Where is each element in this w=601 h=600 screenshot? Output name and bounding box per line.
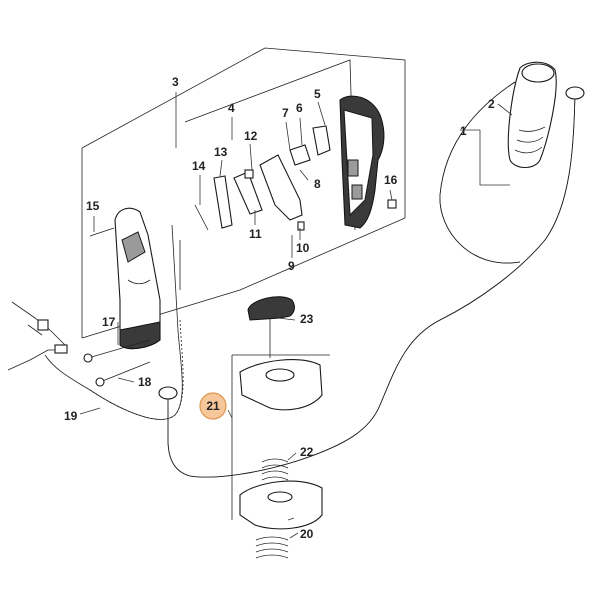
callout-19: 19 [64,409,78,423]
callout-7: 7 [282,106,289,120]
clamp-assembly [231,296,330,559]
callout-6: 6 [296,101,303,115]
callout-21: 21 [206,399,220,413]
callout-17: 17 [102,315,116,329]
callout-23: 23 [300,312,314,326]
callout-15: 15 [86,199,100,213]
callout-8: 8 [314,177,321,191]
callout-16: 16 [384,173,398,187]
callout-2: 2 [488,97,495,111]
callout-5: 5 [314,87,321,101]
callout-11: 11 [249,227,262,241]
callout-1: 1 [460,124,467,138]
callout-9: 9 [288,259,295,273]
highlighted-callout-21[interactable]: 21 [199,392,227,420]
callout-12: 12 [244,129,258,143]
throttle-cable [7,224,184,420]
rubber-grip [507,61,557,169]
callout-10: 10 [296,241,310,255]
screws [83,227,151,387]
callout-14: 14 [192,159,206,173]
callout-13: 13 [214,145,228,159]
callout-20: 20 [300,527,314,541]
callout-3: 3 [172,75,179,89]
callout-22: 22 [300,445,314,459]
leader-lines [79,92,513,539]
left-handle-housing [114,207,161,350]
loop-handle-tube [158,81,585,478]
right-handle-housing [339,95,385,229]
callout-18: 18 [138,375,152,389]
callout-4: 4 [228,101,235,115]
trigger-parts [194,125,397,231]
callout-labels: 1 2 3 4 5 6 7 8 9 10 11 12 13 14 15 16 1… [64,75,495,541]
